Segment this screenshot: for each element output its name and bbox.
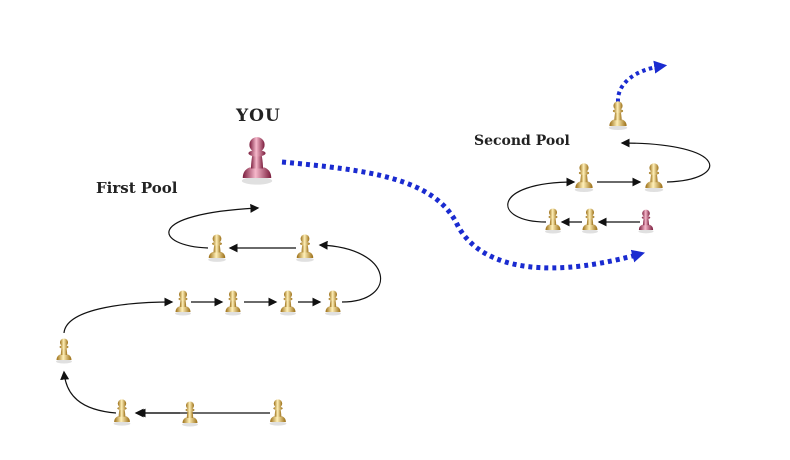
dotted-path-to-second-pool (281, 159, 646, 271)
second-pool-arrows (507, 138, 711, 227)
pawn-icon (208, 234, 226, 262)
pawn-icon (182, 401, 198, 427)
turn-arrow (63, 297, 174, 334)
pawn-icon (582, 208, 598, 234)
pink-pawn-icon (638, 209, 654, 234)
turn-arrow (507, 177, 576, 223)
turn-arrow (318, 240, 382, 303)
first-pool-label: First Pool (96, 179, 178, 197)
turn-arrow (620, 138, 711, 183)
pawns-layer (56, 101, 664, 427)
pawn-icon (574, 163, 594, 193)
pawn-icon (56, 338, 72, 364)
dotted-path-exit (616, 60, 668, 103)
pawn-icon (269, 399, 287, 426)
second-pool-label: Second Pool (474, 133, 570, 149)
pawn-icon (113, 399, 131, 426)
you-pawn-icon (241, 137, 273, 185)
pawn-icon (545, 208, 561, 234)
pawn-icon (280, 290, 296, 316)
first-pool-turns (60, 203, 382, 414)
turn-arrow (60, 370, 117, 414)
pawn-icon (608, 101, 628, 131)
you-label: YOU (235, 106, 281, 126)
pawn-icon (296, 234, 314, 262)
pawn-icon (225, 290, 241, 316)
pawn-icon (644, 163, 664, 193)
pawn-icon (325, 290, 341, 316)
pawn-icon (175, 290, 191, 316)
first-pool-arrows (134, 243, 322, 418)
turn-arrow (168, 203, 260, 249)
